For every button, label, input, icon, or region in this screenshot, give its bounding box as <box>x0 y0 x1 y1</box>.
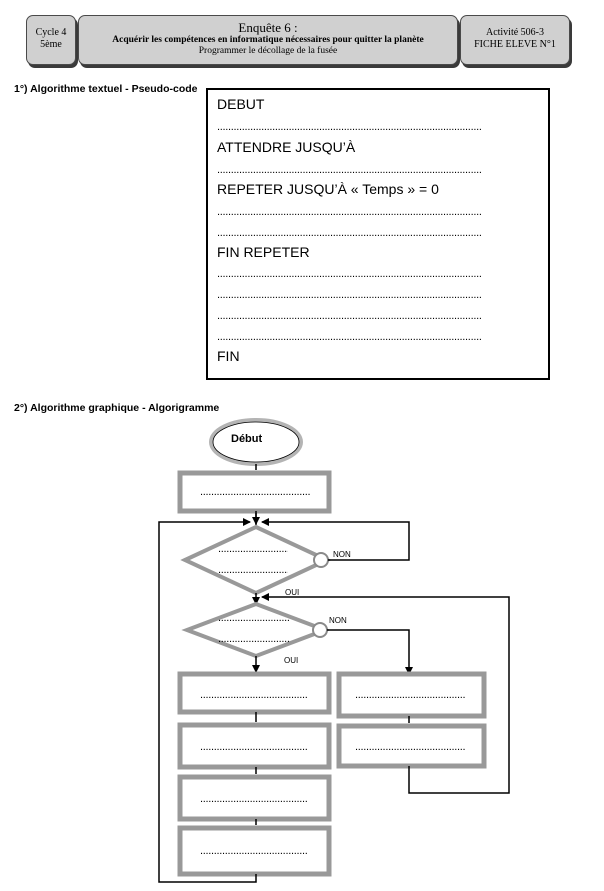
header-sheet: FICHE ELEVE N°1 <box>474 39 556 50</box>
blank-line[interactable]: ........................................… <box>355 689 465 701</box>
label-non-2: NON <box>329 616 347 625</box>
pseudo-line-repeter: REPETER JUSQU’À « Temps » = 0 <box>217 181 439 197</box>
action-box-5 <box>177 825 332 877</box>
start-label: Début <box>231 433 263 445</box>
blank-line[interactable]: ........................................… <box>200 793 308 805</box>
header-title-box: Enquête 6 : Acquérir les compétences en … <box>78 15 458 65</box>
action-box-4 <box>177 774 332 822</box>
header-cycle: Cycle 4 <box>35 27 67 38</box>
blank-line[interactable]: ........................................… <box>217 331 481 343</box>
page-subtitle-2: Programmer le décollage de la fusée <box>198 46 338 56</box>
blank-line[interactable]: ........................................… <box>217 268 481 280</box>
blank-line[interactable]: ........................................… <box>217 164 481 176</box>
header-level: 5ème <box>40 39 62 50</box>
blank-line[interactable]: ........................................… <box>217 121 481 133</box>
action-box-1 <box>177 470 332 514</box>
action-box-3 <box>177 722 332 770</box>
pseudo-line-debut: DEBUT <box>217 96 265 112</box>
blank-line[interactable]: ........................................… <box>218 543 288 555</box>
blank-line[interactable]: ........................................… <box>218 564 288 576</box>
blank-line[interactable]: ........................................… <box>200 486 310 498</box>
blank-line[interactable]: ........................................… <box>217 310 481 322</box>
pseudo-code-box: DEBUT ..................................… <box>206 88 550 380</box>
pseudo-line-attendre: ATTENDRE JUSQU’À <box>217 139 356 155</box>
blank-line[interactable]: ........................................… <box>217 206 481 218</box>
header-cycle-box: Cycle 4 5ème <box>26 15 76 65</box>
blank-line[interactable]: ........................................… <box>218 633 290 645</box>
pseudo-line-fin: FIN <box>217 348 240 364</box>
decision-diamond-1 <box>180 524 332 596</box>
label-oui-1: OUI <box>285 588 300 597</box>
loop-box-1 <box>336 671 487 719</box>
blank-line[interactable]: ........................................… <box>355 741 465 753</box>
blank-line[interactable]: ........................................… <box>218 612 290 624</box>
section2-title: 2°) Algorithme graphique - Algorigramme <box>14 402 220 414</box>
decision-1-exit-node <box>313 552 329 568</box>
blank-line[interactable]: ........................................… <box>200 845 308 857</box>
decision-2-exit-node <box>312 622 328 638</box>
page-subtitle: Acquérir les compétences en informatique… <box>112 35 424 45</box>
label-oui-2: OUI <box>284 656 299 665</box>
blank-line[interactable]: ........................................… <box>217 289 481 301</box>
blank-line[interactable]: ........................................… <box>200 689 308 701</box>
action-box-2 <box>177 671 332 715</box>
label-non-1: NON <box>333 550 351 559</box>
header-activity-box: Activité 506-3 FICHE ELEVE N°1 <box>460 15 570 65</box>
page-title: Enquête 6 : <box>238 20 298 35</box>
loop-box-2 <box>336 723 487 769</box>
section1-title: 1°) Algorithme textuel - Pseudo-code <box>14 83 198 95</box>
header-activity: Activité 506-3 <box>485 27 545 38</box>
blank-line[interactable]: ........................................… <box>217 227 481 239</box>
blank-line[interactable]: ........................................… <box>200 741 308 753</box>
pseudo-line-fin-repeter: FIN REPETER <box>217 244 310 260</box>
